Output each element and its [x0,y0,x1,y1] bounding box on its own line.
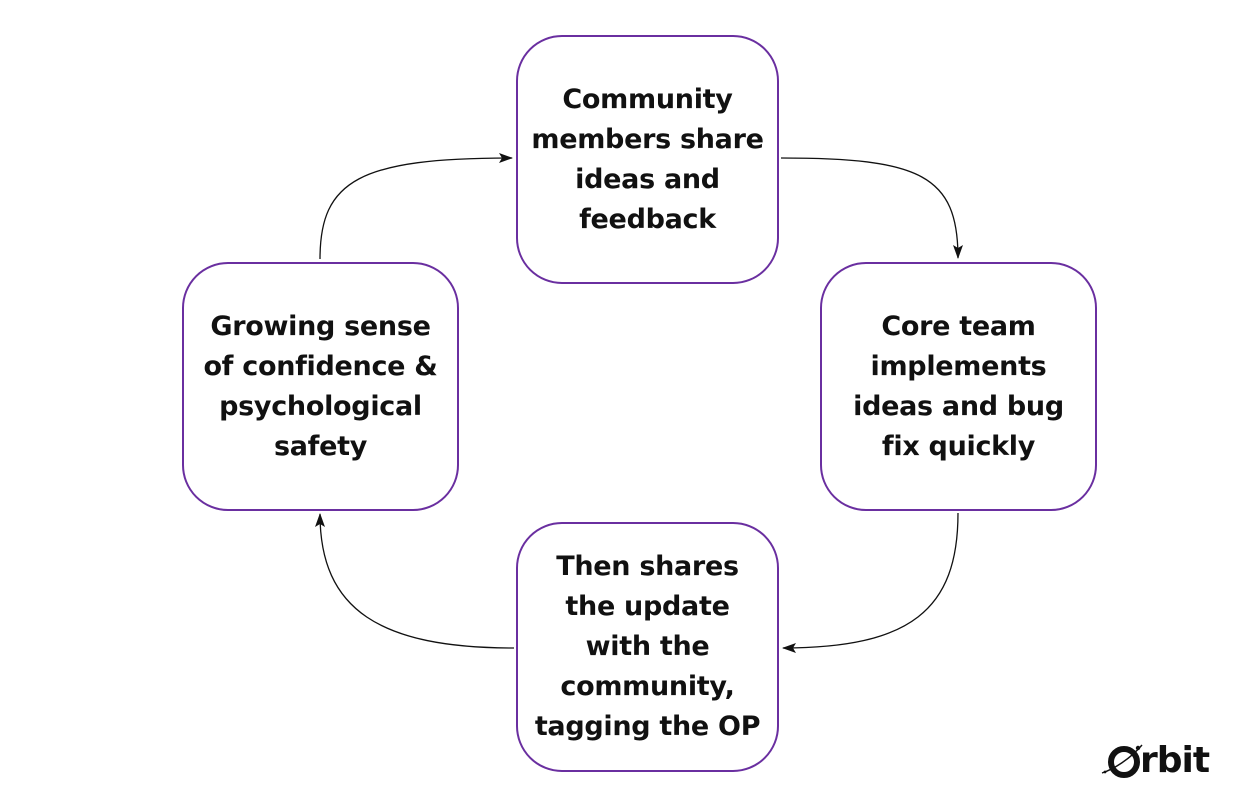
node-text-line: tagging the OP [534,711,761,742]
node-core-team-implements-text: Core team implements ideas and bug fix q… [843,307,1074,467]
orbit-logo-icon [1100,739,1144,783]
node-text-line: of confidence & [203,350,438,382]
node-community-shares: Community members share ideas and feedba… [516,35,779,284]
node-text-line: Growing sense [210,310,431,342]
arrow-right-to-bottom [782,512,959,653]
orbit-logo: rbit [1100,734,1225,788]
node-text-line: Community [562,83,733,115]
node-shares-update: Then shares the update with the communit… [516,522,779,772]
node-text-line: members share [531,123,764,155]
arrow-top-to-right [780,157,963,259]
arrow-left-to-top [319,153,513,260]
node-growing-confidence-text: Growing sense of confidence & psychologi… [193,307,447,467]
node-text-line: psychological [219,390,422,422]
node-text-line: ideas and bug [853,390,1064,422]
node-text-line: safety [273,430,368,462]
node-text-line: with the [585,631,710,662]
node-text-line: fix quickly [881,430,1036,462]
node-text-line: community, [560,671,735,702]
node-shares-update-text: Then shares the update with the communit… [525,547,770,747]
node-growing-confidence: Growing sense of confidence & psychologi… [182,262,459,511]
node-text-line: feedback [579,203,716,235]
node-text-line: ideas and [575,163,720,195]
node-text-line: implements [870,350,1047,382]
arrow-bottom-to-left [315,513,515,649]
node-text-line: the update [565,591,730,622]
node-text-line: Then shares [556,551,739,582]
orbit-logo-text: rbit [1140,740,1210,781]
node-core-team-implements: Core team implements ideas and bug fix q… [820,262,1097,511]
node-text-line: Core team [881,310,1036,342]
node-community-shares-text: Community members share ideas and feedba… [521,80,773,240]
